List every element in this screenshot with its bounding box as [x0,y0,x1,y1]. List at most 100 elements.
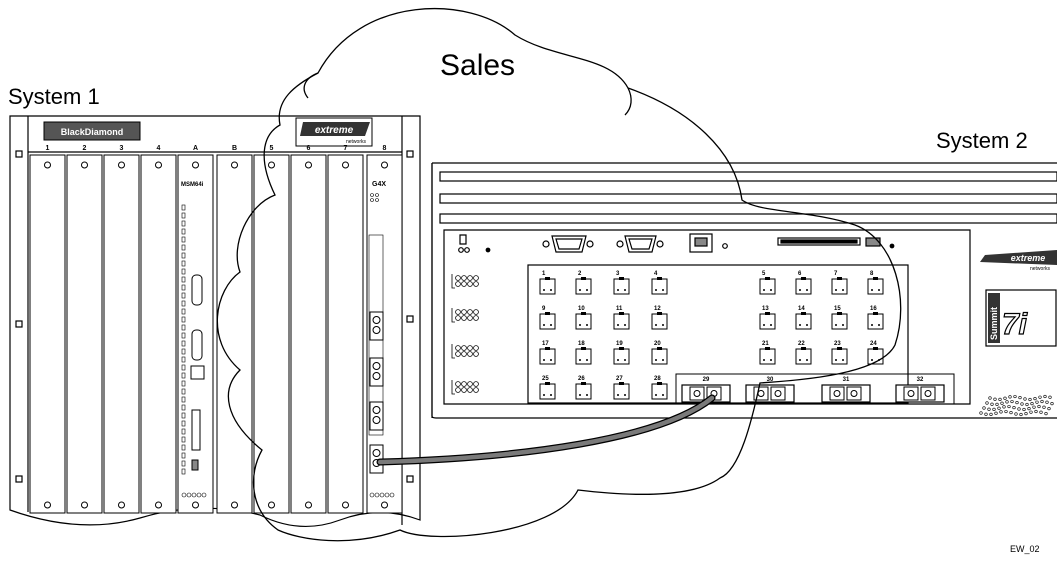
vent-dot [1042,405,1046,409]
slot-screw-bottom [305,501,312,509]
led [473,315,479,321]
port-clip [765,277,770,280]
slot-screw-top [305,161,312,169]
svg-text:7i: 7i [1002,308,1028,341]
port-pin [871,359,873,361]
vent-dot [1022,407,1026,412]
port-pin [624,359,626,361]
port-pin [579,359,581,361]
port-pin [799,289,801,291]
port-27 [613,383,630,400]
led [455,309,461,315]
led [461,387,467,393]
msm-led [181,380,186,387]
vent-dot [1043,394,1047,399]
fiber-hole [850,390,858,397]
sales-cloud [216,7,902,542]
fiber-port-30 [745,384,795,403]
msm-status-led [201,492,207,498]
port-pin [763,289,765,291]
port-25 [539,383,556,400]
system2-vent-dots [979,394,1054,417]
vent-dot [1000,401,1004,405]
port-clip [873,347,878,350]
led [467,381,473,387]
msm-led [181,444,186,451]
port-pin [799,359,801,361]
slot-B [216,154,253,514]
fiber-hole [924,390,932,397]
msm-led [181,388,186,395]
port-clip [801,347,806,350]
msm-led [181,212,186,219]
svg-text:extreme: extreme [1011,253,1046,263]
vent-dot [1018,395,1022,400]
port-clip [545,312,550,315]
slot-screw-bottom [268,501,275,509]
port-pin [835,289,837,291]
led [473,387,479,393]
msm-status-led [181,492,187,498]
vent-dot [995,402,999,406]
vent-dot [987,407,991,411]
msm-label: MSM64i [181,182,204,188]
slot-label-1: 1 [46,145,50,152]
vent-dot [992,407,996,411]
port-clip [545,277,550,280]
port-20 [651,348,668,365]
fiber-bay [675,373,955,405]
port-pin [543,324,545,326]
vent-dot [1019,412,1023,417]
vent-dot [990,402,994,406]
led [461,345,467,351]
port-label-1: 1 [542,271,546,277]
port-clip [837,312,842,315]
g4x-fiber-hole [372,326,381,334]
port-4 [651,278,668,295]
msm-led [181,244,186,251]
slot-7 [327,154,364,514]
msm-led [181,348,186,355]
port-label-27: 27 [616,376,623,382]
led [455,387,461,393]
port-pin [662,394,664,396]
port-23 [831,348,848,365]
port-15 [831,313,848,330]
port-7 [831,278,848,295]
slot-screw-top [268,161,275,169]
g4x-fiber-hole [372,406,381,414]
vent-dot [1035,400,1039,404]
slot-screw-bottom [44,501,51,509]
vent-dot [1048,395,1052,399]
msm-led [181,452,186,459]
system2-chassis [431,162,1057,419]
vent-dot [1005,400,1009,404]
vent-dot [1004,409,1008,414]
port-label-26: 26 [578,376,585,382]
port-pin [770,324,772,326]
msm-led [181,260,186,267]
fiber-hole [693,390,701,397]
slot-screw-top [192,161,199,169]
port-label-18: 18 [578,341,585,347]
g4x-fiber-hole [372,362,381,370]
port-pin [586,289,588,291]
vent-dot [1014,412,1018,416]
slot-6 [290,154,327,514]
g4x-label: G4X [372,181,386,188]
msm-led [181,308,186,315]
g4x-led [375,198,379,202]
led [467,387,473,393]
vent-dot [985,401,989,405]
port-pin [586,359,588,361]
port-28 [651,383,668,400]
msm-led [181,340,186,347]
led-bracket [451,344,455,359]
figure-id: EW_02 [1010,544,1040,554]
led [467,275,473,281]
port-clip [801,277,806,280]
vent-dot [1017,407,1021,411]
port-pin [763,324,765,326]
g4x-fiber-hole [372,316,381,324]
